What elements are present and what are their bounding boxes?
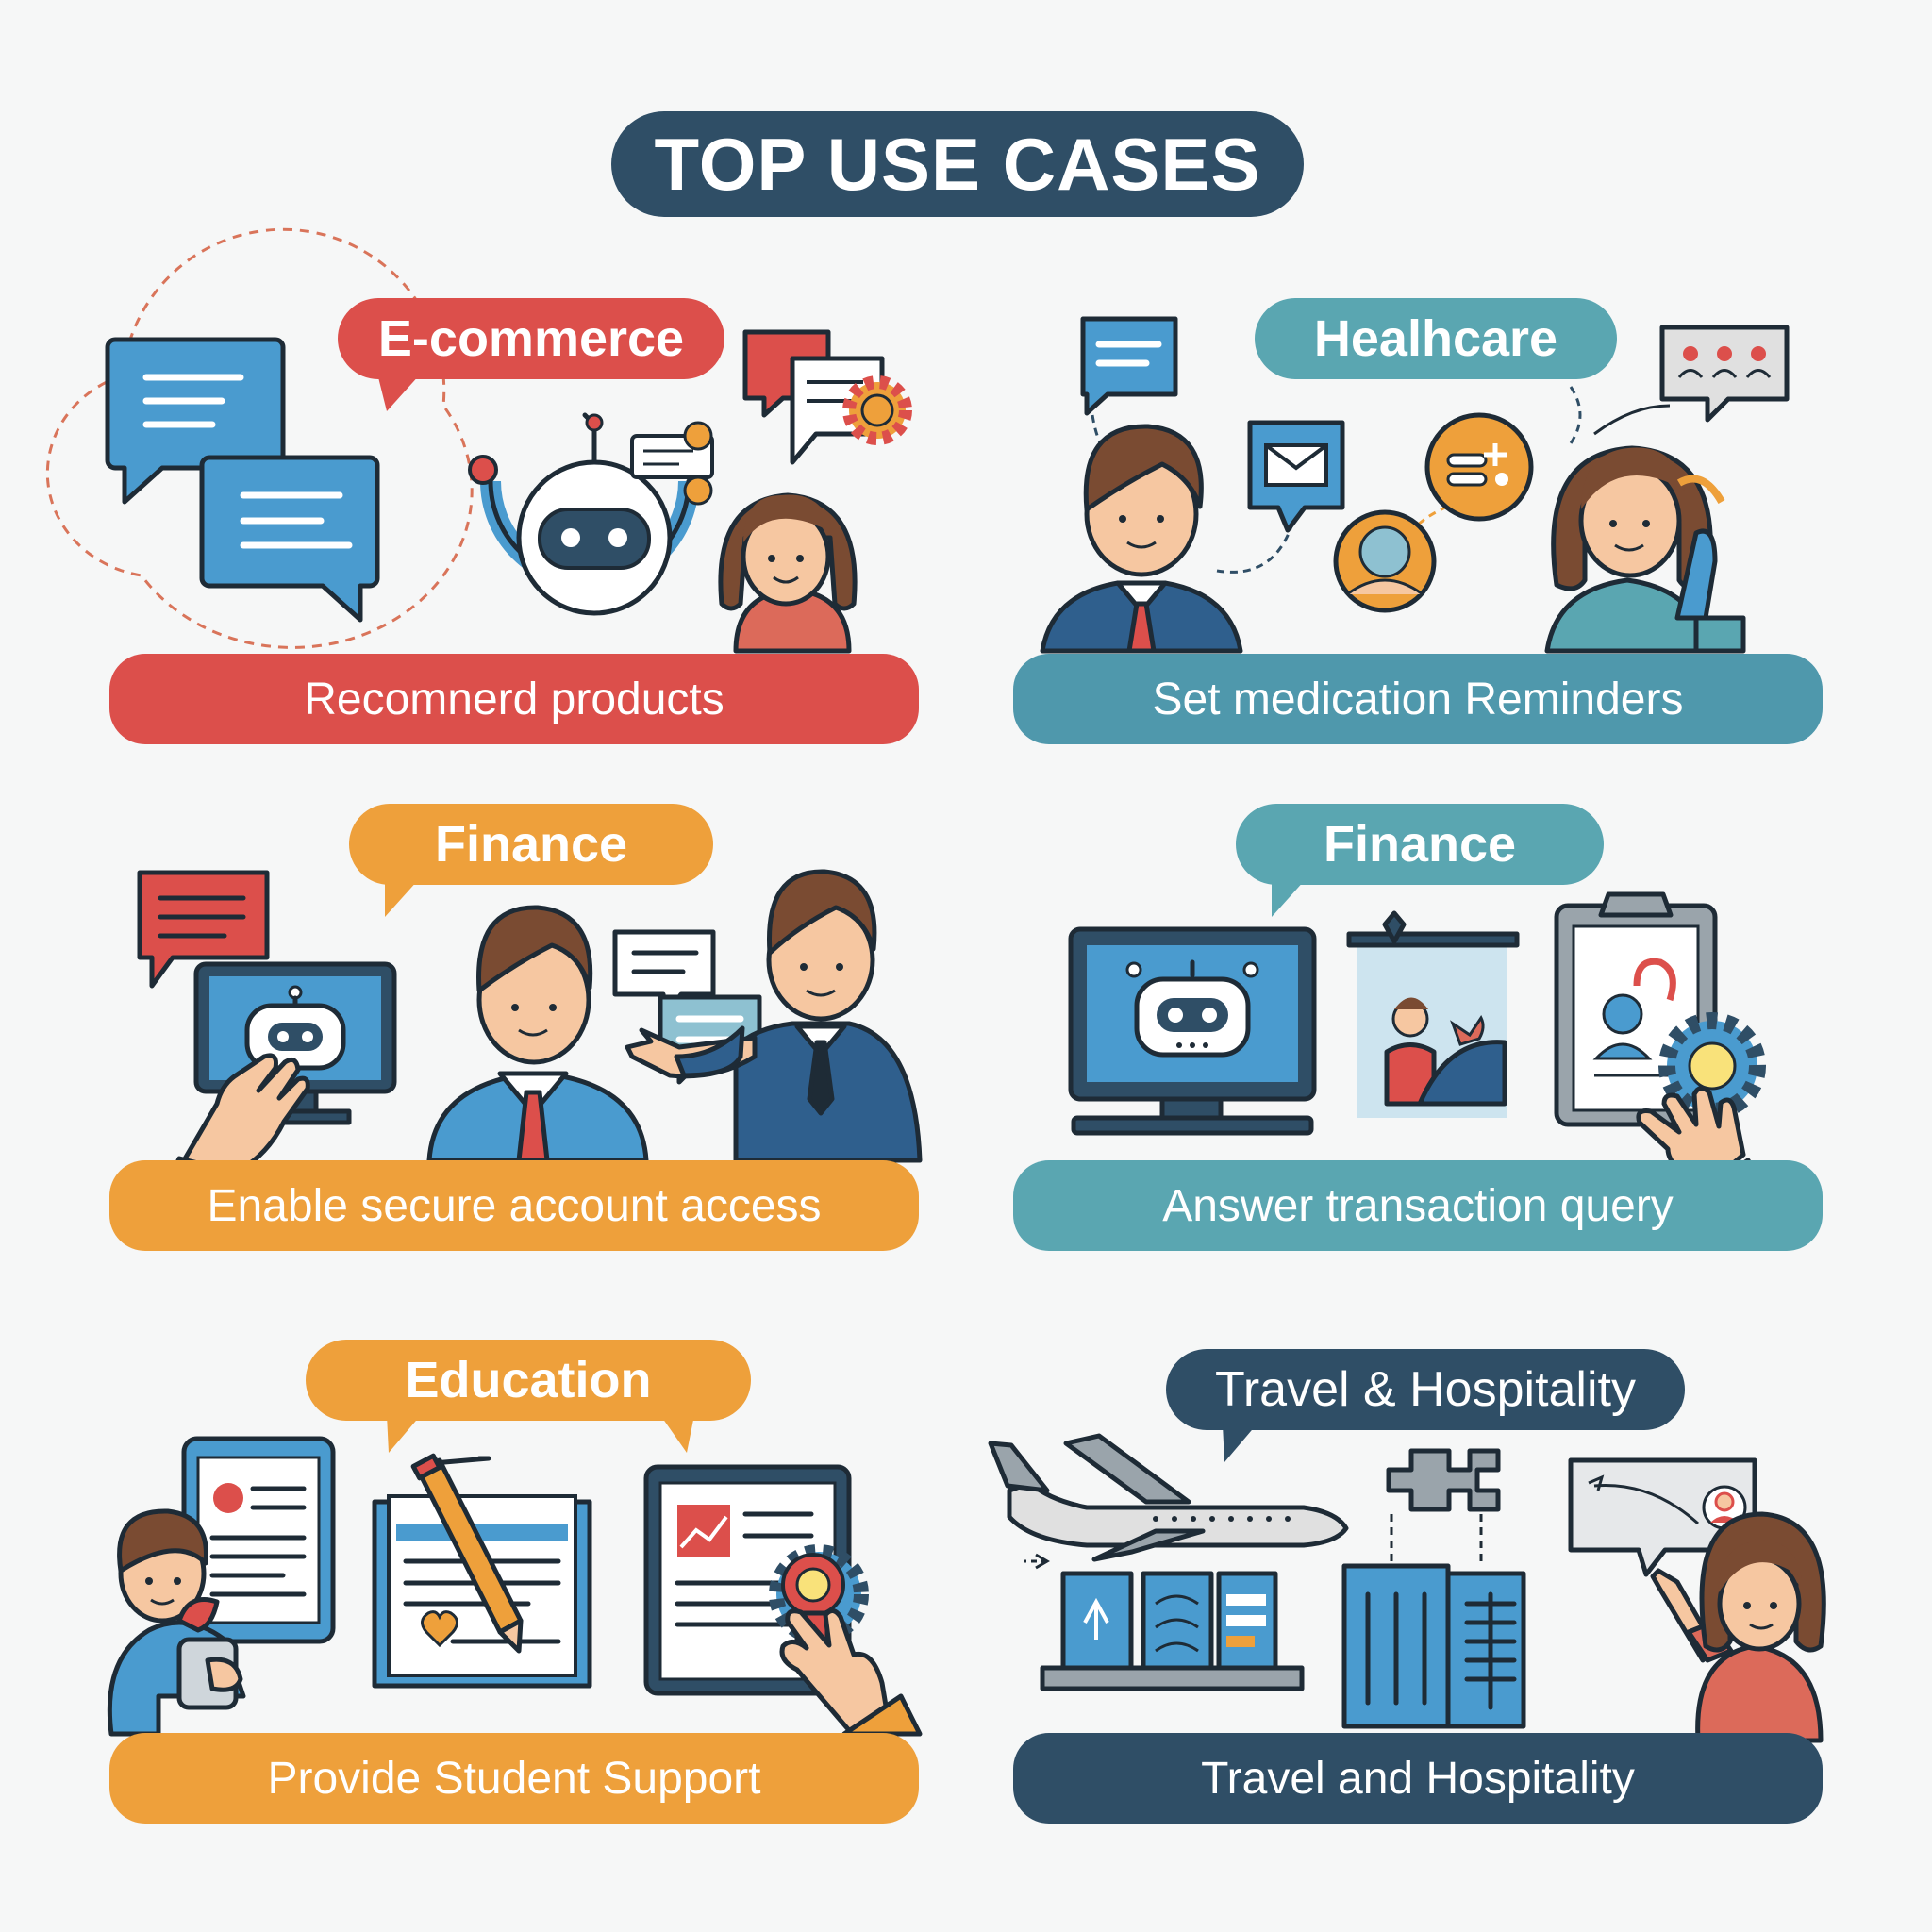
caption-text: Set medication Reminders — [1152, 674, 1684, 724]
gear-icon — [1658, 1012, 1766, 1120]
page-title: TOP USE CASES — [611, 111, 1304, 217]
woman-avatar — [718, 492, 858, 654]
caption-healthcare: Set medication Reminders — [1013, 654, 1823, 744]
caption-text: Recomnerd products — [304, 674, 724, 724]
chat-bubble-icon — [742, 329, 885, 465]
category-tag-travel: Travel & Hospitality — [1166, 1349, 1685, 1430]
caption-education: Provide Student Support — [109, 1733, 919, 1824]
man-avatar — [625, 869, 923, 1163]
category-tag-education: Education — [306, 1340, 751, 1421]
group-icon — [1659, 325, 1790, 423]
tablet-icon — [181, 1436, 336, 1644]
education-illustration — [107, 1436, 923, 1742]
caption-text: Answer transaction query — [1162, 1180, 1674, 1231]
category-tag-finance-2: Finance — [1236, 804, 1604, 885]
finance-access-illustration — [137, 869, 923, 1191]
caption-ecommerce: Recomnerd products — [109, 654, 919, 744]
ecommerce-illustration — [45, 227, 912, 654]
woman-avatar — [1544, 445, 1746, 654]
category-tag-label: E-commerce — [377, 310, 685, 367]
category-tag-label: Education — [405, 1352, 652, 1408]
gear-icon — [842, 375, 912, 445]
caption-text: Enable secure account access — [207, 1180, 822, 1231]
presentation-board-icon — [1346, 910, 1520, 1118]
travel-illustration — [988, 1433, 1826, 1743]
man-avatar — [1040, 424, 1243, 654]
airplane-icon — [988, 1433, 1349, 1570]
mail-icon — [1247, 420, 1345, 533]
caption-text: Travel and Hospitality — [1201, 1753, 1635, 1804]
category-tag-label: Finance — [1323, 816, 1517, 873]
computer-monitor-icon — [1068, 926, 1317, 1136]
building-icon — [1341, 1448, 1526, 1729]
chat-bubble-icon — [199, 455, 380, 623]
student-avatar — [107, 1508, 246, 1737]
caption-finance: Enable secure account access — [109, 1160, 919, 1251]
kiosk-icon — [1040, 1571, 1305, 1691]
category-tag-healthcare: Healhcare — [1255, 298, 1617, 379]
caption-text: Provide Student Support — [267, 1753, 761, 1804]
page-title-text: TOP USE CASES — [654, 122, 1261, 206]
chat-bubble-icon — [1080, 316, 1178, 416]
woman-avatar — [1650, 1511, 1826, 1743]
caption-finance-2: Answer transaction query — [1013, 1160, 1823, 1251]
chat-bubble-icon — [137, 870, 270, 989]
category-tag-finance: Finance — [349, 804, 713, 885]
medication-icon — [1424, 412, 1534, 522]
category-tag-ecommerce: E-commerce — [338, 298, 724, 379]
caption-travel: Travel and Hospitality — [1013, 1733, 1823, 1824]
category-tag-label: Healhcare — [1313, 310, 1558, 367]
finance-query-illustration — [1068, 891, 1789, 1248]
robot-icon — [468, 412, 714, 616]
pencil-icon — [410, 1453, 524, 1654]
man-avatar — [426, 905, 649, 1163]
doctor-icon — [1333, 509, 1437, 613]
healthcare-illustration — [1040, 316, 1790, 654]
category-tag-label: Travel & Hospitality — [1215, 1362, 1636, 1417]
category-tag-label: Finance — [434, 816, 628, 873]
